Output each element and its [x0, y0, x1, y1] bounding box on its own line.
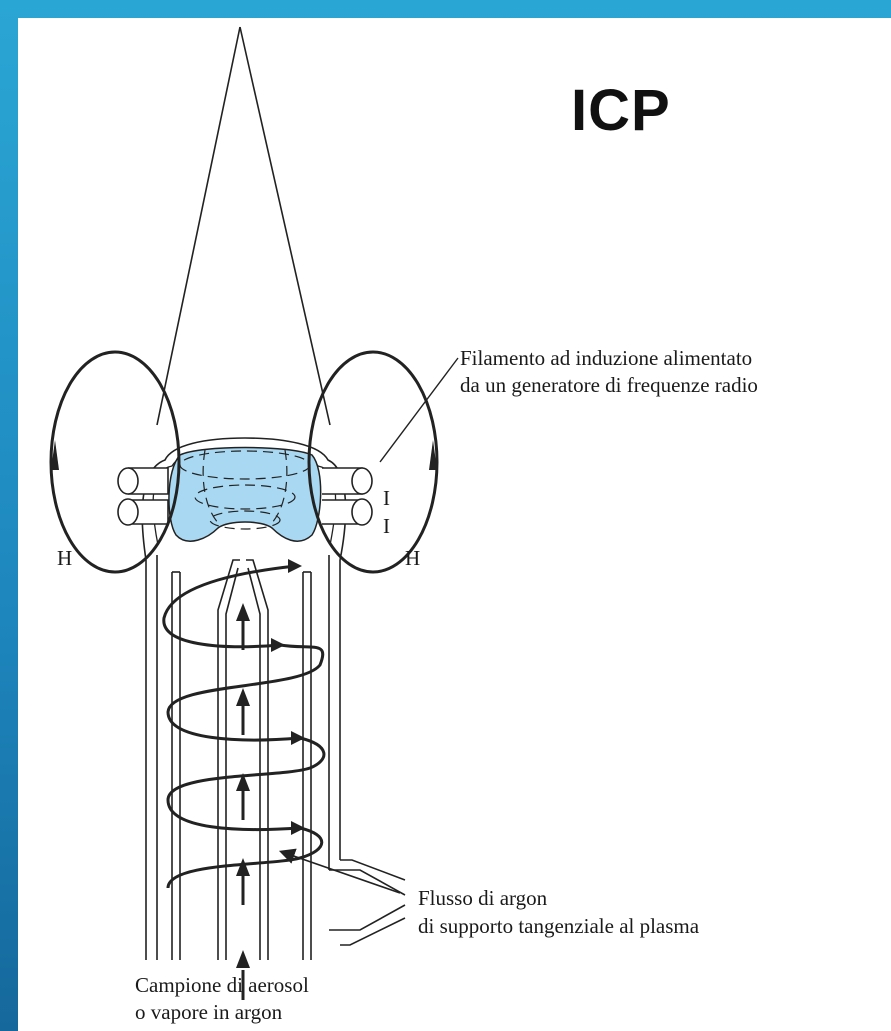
sample-label-line1: Campione di aerosol [135, 972, 309, 998]
sample-label-line2: o vapore in argon [135, 999, 282, 1025]
argon-label-line2: di supporto tangenziale al plasma [418, 913, 699, 939]
h-label-left: H [57, 545, 72, 571]
coil-label-line1: Filamento ad induzione alimentato [460, 345, 752, 371]
plasma-region [169, 448, 321, 542]
coil-label-line2: da un generatore di frequenze radio [460, 372, 758, 398]
argon-label-line1: Flusso di argon [418, 885, 547, 911]
induction-coil-right [322, 468, 372, 525]
i-label-lower: I [383, 513, 390, 539]
plasma-flame-cone [157, 27, 330, 425]
coil-leader-line [380, 358, 458, 462]
i-label-upper: I [383, 485, 390, 511]
h-label-right: H [405, 545, 420, 571]
